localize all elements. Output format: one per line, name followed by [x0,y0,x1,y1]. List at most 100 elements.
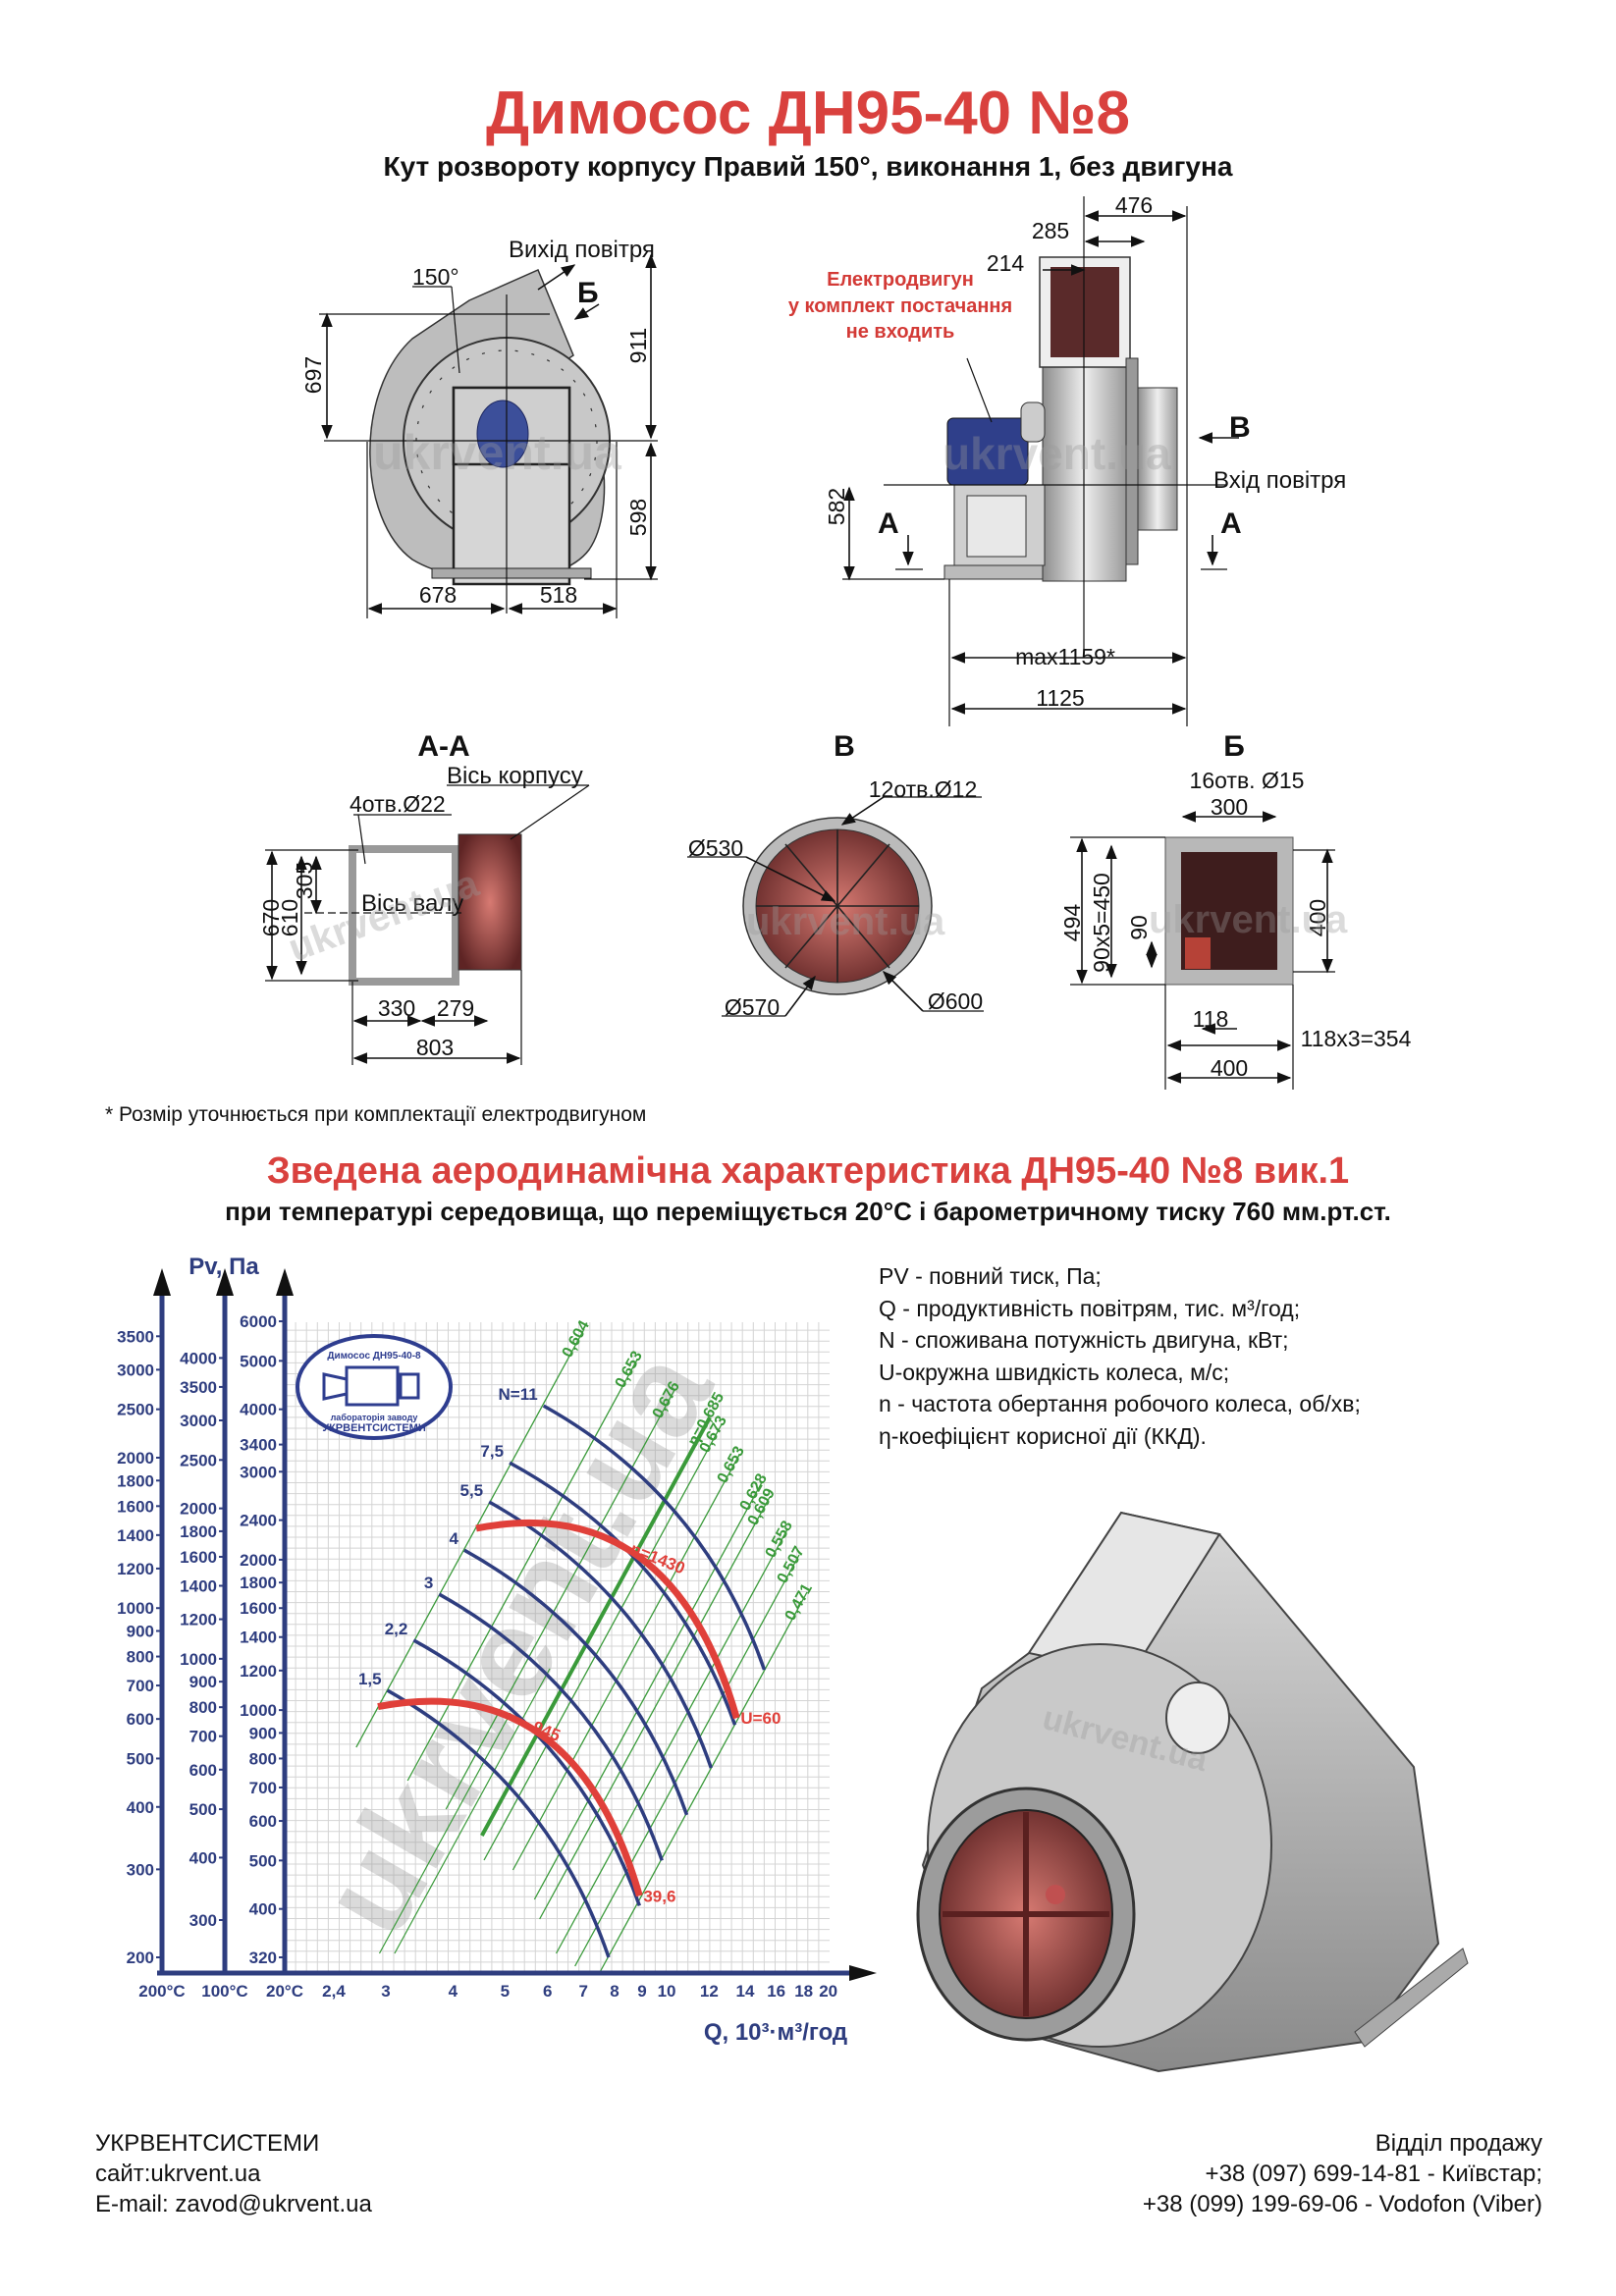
dim-400-vertical: 400 [1305,899,1330,936]
section-b-title: Б [1223,730,1245,763]
y-tick-label: 2400 [240,1512,277,1530]
y-tick-label: 700 [127,1677,154,1695]
watermark: ukrvent.ua [373,425,622,480]
efficiency-line [539,1496,771,1920]
power-curve-label: 1,5 [358,1670,382,1688]
dim-90: 90 [1126,915,1152,940]
dim-d570: Ø570 [725,994,780,1020]
x-tick-label: 16 [767,1982,785,2001]
y-axis-arrow-icon [153,1268,171,1296]
watermark: ukrvent.ua [1149,898,1348,941]
y-tick-label: 700 [189,1728,217,1746]
y-tick-label: 3000 [180,1412,217,1430]
efficiency-line [355,1328,585,1748]
y-tick-label: 5000 [240,1352,277,1370]
dim-610: 610 [277,899,302,936]
y-tick-label: 2000 [240,1551,277,1570]
y-tick-label: 6000 [240,1312,277,1331]
x-tick-label: 12 [700,1982,719,2001]
legend-efficiency: η-коефіцієнт корисної дії (ККД). [879,1422,1207,1449]
efficiency-label: 0,604 [560,1318,593,1361]
legend-power: N - споживана потужність двигуна, кВт; [879,1327,1289,1353]
watermark: ukrvent.ua [943,428,1171,479]
y-tick-label: 1800 [240,1574,277,1592]
efficiency-line [533,1481,763,1900]
y-tick-label: 1200 [117,1560,154,1578]
power-curve-label: 3 [424,1574,433,1592]
x-tick-label: 18 [794,1982,813,2001]
email-link[interactable]: E-mail: zavod@ukrvent.ua [95,2191,372,2217]
legend-pressure: PV - повний тиск, Па; [879,1263,1102,1289]
efficiency-line [574,1554,800,1967]
sales-heading: Відділ продажу [1374,2130,1542,2157]
legend-flow: Q - продуктивність повітрям, тис. м³/год… [879,1295,1301,1321]
temperature-label: 200°C [138,1982,185,2001]
y-tick-label: 900 [189,1673,217,1691]
y-tick-label: 4000 [240,1401,277,1419]
dim-803: 803 [416,1035,454,1060]
footnote: * Розмір уточнюється при комплектації ел… [105,1103,647,1126]
section-aa-title: А-А [417,730,469,763]
dim-598: 598 [625,499,651,536]
y-axis-arrow-icon [276,1268,294,1296]
dim-678: 678 [419,582,457,608]
aerodynamic-chart: ukrvent.ua Димосос ДН95-40-8 лабораторія… [117,1254,877,2046]
section-a-marker-right: А [1220,507,1242,540]
side-view-drawing: 476 285 214 Електродвигун у комплект пос… [788,192,1346,726]
y-tick-label: 1600 [180,1548,217,1567]
y-tick-label: 600 [127,1710,154,1729]
holes-label: 12отв.Ø12 [869,776,978,802]
y-tick-label: 1000 [180,1650,217,1669]
dim-d530: Ø530 [688,835,743,861]
dim-518: 518 [540,582,577,608]
y-tick-label: 900 [127,1623,154,1641]
x-axis-arrow-icon [849,1965,877,1981]
dim-d600: Ø600 [928,988,983,1014]
efficiency-line [555,1528,788,1954]
website-link[interactable]: сайт:ukrvent.ua [95,2161,261,2187]
dim-582: 582 [824,488,849,525]
y-tick-label: 3000 [117,1361,154,1379]
power-curve [412,1638,641,1906]
dim-214: 214 [987,250,1025,276]
y-tick-label: 400 [189,1848,217,1867]
y-tick-label: 700 [249,1779,277,1797]
chart-legend: PV - повний тиск, Па; Q - продуктивність… [879,1260,1361,1452]
y-tick-label: 600 [249,1812,277,1831]
power-curve-label: 5,5 [460,1481,484,1500]
power-curve [488,1500,713,1769]
page-subtitle: Кут розвороту корпусу Правий 150°, викон… [384,151,1233,182]
x-tick-label: 2,4 [322,1982,346,2001]
dim-697: 697 [300,356,326,394]
y-tick-label: 1400 [117,1526,154,1545]
efficiency-line [598,1591,808,1974]
y-tick-label: 300 [127,1860,154,1879]
power-curve-label: 4 [449,1529,458,1548]
y-tick-label: 600 [189,1761,217,1780]
y-tick-label: 3500 [117,1327,154,1346]
y-tick-label: 400 [127,1798,154,1817]
dim-285: 285 [1032,218,1069,243]
y-tick-label: 500 [249,1851,277,1870]
characteristic-title: Зведена аеродинамічна характеристика ДН9… [267,1150,1349,1192]
phone-vodafone[interactable]: +38 (099) 199-69-06 - Vodofon (Viber) [1142,2191,1542,2217]
y-tick-label: 4000 [180,1349,217,1367]
motor-note-line3: не входить [846,321,955,343]
x-tick-label: 5 [501,1982,510,2001]
efficiency-line [483,1423,723,1861]
dim-300: 300 [1211,794,1248,820]
dim-max-length: max1159* [1015,644,1115,669]
outlet-label: Вихід повітря [509,237,655,263]
y-tick-label: 1200 [240,1662,277,1681]
page-title: Димосос ДН95-40 №8 [486,80,1130,147]
x-tick-label: 20 [819,1982,837,2001]
efficiency-line [480,1416,712,1837]
phone-kyivstar[interactable]: +38 (097) 699-14-81 - Київстар; [1205,2161,1542,2187]
dim-354: 118x3=354 [1301,1026,1412,1051]
power-curve [438,1592,664,1861]
efficiency-line [512,1454,740,1871]
y-tick-label: 2500 [180,1451,217,1469]
section-v-title: В [834,730,855,763]
